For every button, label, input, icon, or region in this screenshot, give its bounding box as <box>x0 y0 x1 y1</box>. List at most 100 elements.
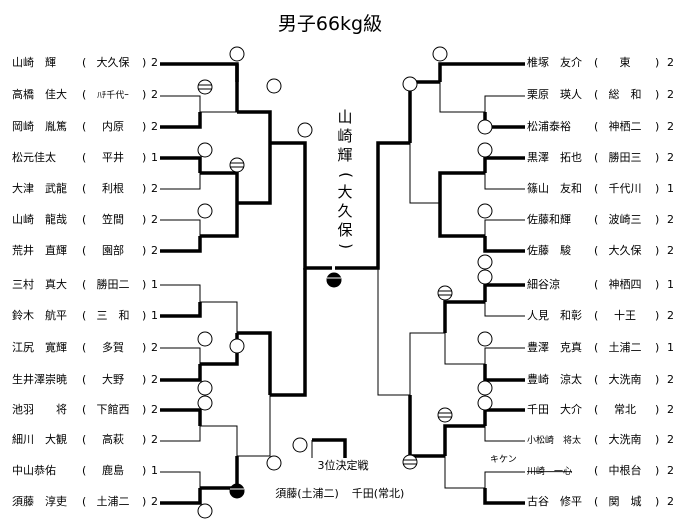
left-entry-name: 細川 大観 <box>12 432 67 446</box>
svg-text:): ) <box>142 403 146 416</box>
svg-text:): ) <box>655 464 659 477</box>
right-entry-grade: 2 <box>667 309 674 322</box>
left-entry-grade: 1 <box>151 464 158 477</box>
svg-text:): ) <box>142 56 146 69</box>
svg-text:(: ( <box>82 120 86 133</box>
right-entry-school: 神栖二 <box>609 119 642 133</box>
left-entry-school: 土浦二 <box>97 495 130 508</box>
svg-text:(: ( <box>82 495 86 508</box>
right-entry-grade: 2 <box>667 151 674 164</box>
left-entry-name: 江尻 寛輝 <box>12 340 67 354</box>
svg-text:): ) <box>655 120 659 133</box>
right-entry-name: 篠山 友和 <box>527 181 582 195</box>
right-entry-name-withdrawn: 川崎 一心 <box>527 465 572 477</box>
svg-text:): ) <box>142 213 146 226</box>
svg-text:): ) <box>655 278 659 291</box>
champion-char: 大 <box>337 183 352 201</box>
left-entry-school: 下館西 <box>97 402 130 416</box>
svg-text:): ) <box>142 120 146 133</box>
right-paren-col: () () () () () () () () () () () () () (… <box>594 56 659 508</box>
left-entry-name: 池羽 将 <box>12 403 67 416</box>
left-entry-grade: 2 <box>151 56 158 69</box>
right-entry-grade: 1 <box>667 341 674 354</box>
right-entry-grade: 2 <box>667 88 674 101</box>
right-entry-name: 豊澤 克真 <box>527 340 582 354</box>
right-entry-grade: 2 <box>667 213 674 226</box>
left-entry-grade: 2 <box>151 88 158 101</box>
champion-char: 輝 <box>337 146 352 164</box>
svg-text:(: ( <box>82 213 86 226</box>
left-entry-school: 大野 <box>102 372 124 386</box>
third-place-right: 千田(常北) <box>352 487 405 500</box>
svg-text:(: ( <box>594 56 598 69</box>
left-entry-school: 多賀 <box>102 340 124 354</box>
right-entry-grade: 1 <box>667 182 674 195</box>
svg-text:(: ( <box>594 373 598 386</box>
right-entry-name: 千田 大介 <box>527 402 582 416</box>
right-entry-school: 大久保 <box>609 243 642 257</box>
right-entry-grade: 2 <box>667 433 674 446</box>
svg-text:(: ( <box>82 403 86 416</box>
left-entry-name: 須藤 淳吏 <box>12 494 67 508</box>
left-entry-school: 園部 <box>102 243 124 257</box>
svg-text:(: ( <box>82 56 86 69</box>
svg-text:): ) <box>655 56 659 69</box>
svg-text:): ) <box>655 213 659 226</box>
svg-text:(: ( <box>594 88 598 101</box>
left-entry-name: 大津 武龍 <box>12 181 67 195</box>
svg-text:): ) <box>655 244 659 257</box>
svg-text:(: ( <box>594 341 598 354</box>
svg-text:): ) <box>655 433 659 446</box>
third-place-left: 須藤(土浦二) <box>275 487 339 500</box>
svg-text:): ) <box>655 495 659 508</box>
third-place-bracket: 3位決定戦 須藤(土浦二) 千田(常北) <box>275 438 405 500</box>
left-entry-school: 大久保 <box>97 55 130 69</box>
svg-text:(: ( <box>82 88 86 101</box>
svg-text:): ) <box>142 341 146 354</box>
svg-text:(: ( <box>82 278 86 291</box>
svg-text:): ) <box>142 373 146 386</box>
svg-text:(: ( <box>594 278 598 291</box>
left-entry-grade: 2 <box>151 433 158 446</box>
right-entry-name: 栗原 瑛人 <box>527 88 582 101</box>
svg-text:(: ( <box>82 151 86 164</box>
right-entry-name: 椎塚 友介 <box>527 55 582 69</box>
left-entry-grade: 2 <box>151 120 158 133</box>
svg-text:): ) <box>142 88 146 101</box>
left-entry-name: 山崎 輝 <box>12 55 56 69</box>
svg-text:): ) <box>655 88 659 101</box>
right-entry-grade: 2 <box>667 403 674 416</box>
svg-text:(: ( <box>82 373 86 386</box>
left-entry-grade: 2 <box>151 341 158 354</box>
svg-text:): ) <box>142 182 146 195</box>
right-entry-grade: 2 <box>667 495 674 508</box>
svg-text:): ) <box>655 182 659 195</box>
left-entry-school: 内原 <box>102 119 124 133</box>
withdrawal-note: キケン <box>490 454 517 465</box>
right-entry-grade: 2 <box>667 244 674 257</box>
right-entry-school: 神栖四 <box>609 277 642 291</box>
left-entry-school: 利根 <box>102 181 124 195</box>
svg-text:): ) <box>655 309 659 322</box>
left-entry-name: 岡崎 胤篤 <box>12 119 67 133</box>
svg-text:): ) <box>655 341 659 354</box>
right-entry-school: 大洗南 <box>609 372 642 386</box>
right-entry-school: 波崎三 <box>609 212 642 226</box>
left-entry-name: 荒井 直輝 <box>12 243 67 257</box>
right-entry-school: 中根台 <box>609 463 642 477</box>
svg-text:): ) <box>142 309 146 322</box>
right-entry-name: 古谷 修平 <box>527 494 582 508</box>
right-entry-grade: 2 <box>667 464 674 477</box>
svg-text:): ) <box>655 373 659 386</box>
champion-name: 山 崎 輝 ( 大 久 保 ) <box>337 108 355 249</box>
left-entry-school: 笠間 <box>102 212 124 226</box>
left-entry-grade: 1 <box>151 151 158 164</box>
svg-text:(: ( <box>594 244 598 257</box>
left-entry-school: 平井 <box>102 150 124 164</box>
left-entry-name: 松元佳太 <box>12 150 56 164</box>
svg-text:): ) <box>655 403 659 416</box>
left-paren-col: () () () () () () () () () () () () () (… <box>82 56 146 508</box>
right-entry-school: 常北 <box>614 403 636 416</box>
svg-text:(: ( <box>594 120 598 133</box>
right-entry-name: 佐藤和輝 <box>527 212 571 226</box>
